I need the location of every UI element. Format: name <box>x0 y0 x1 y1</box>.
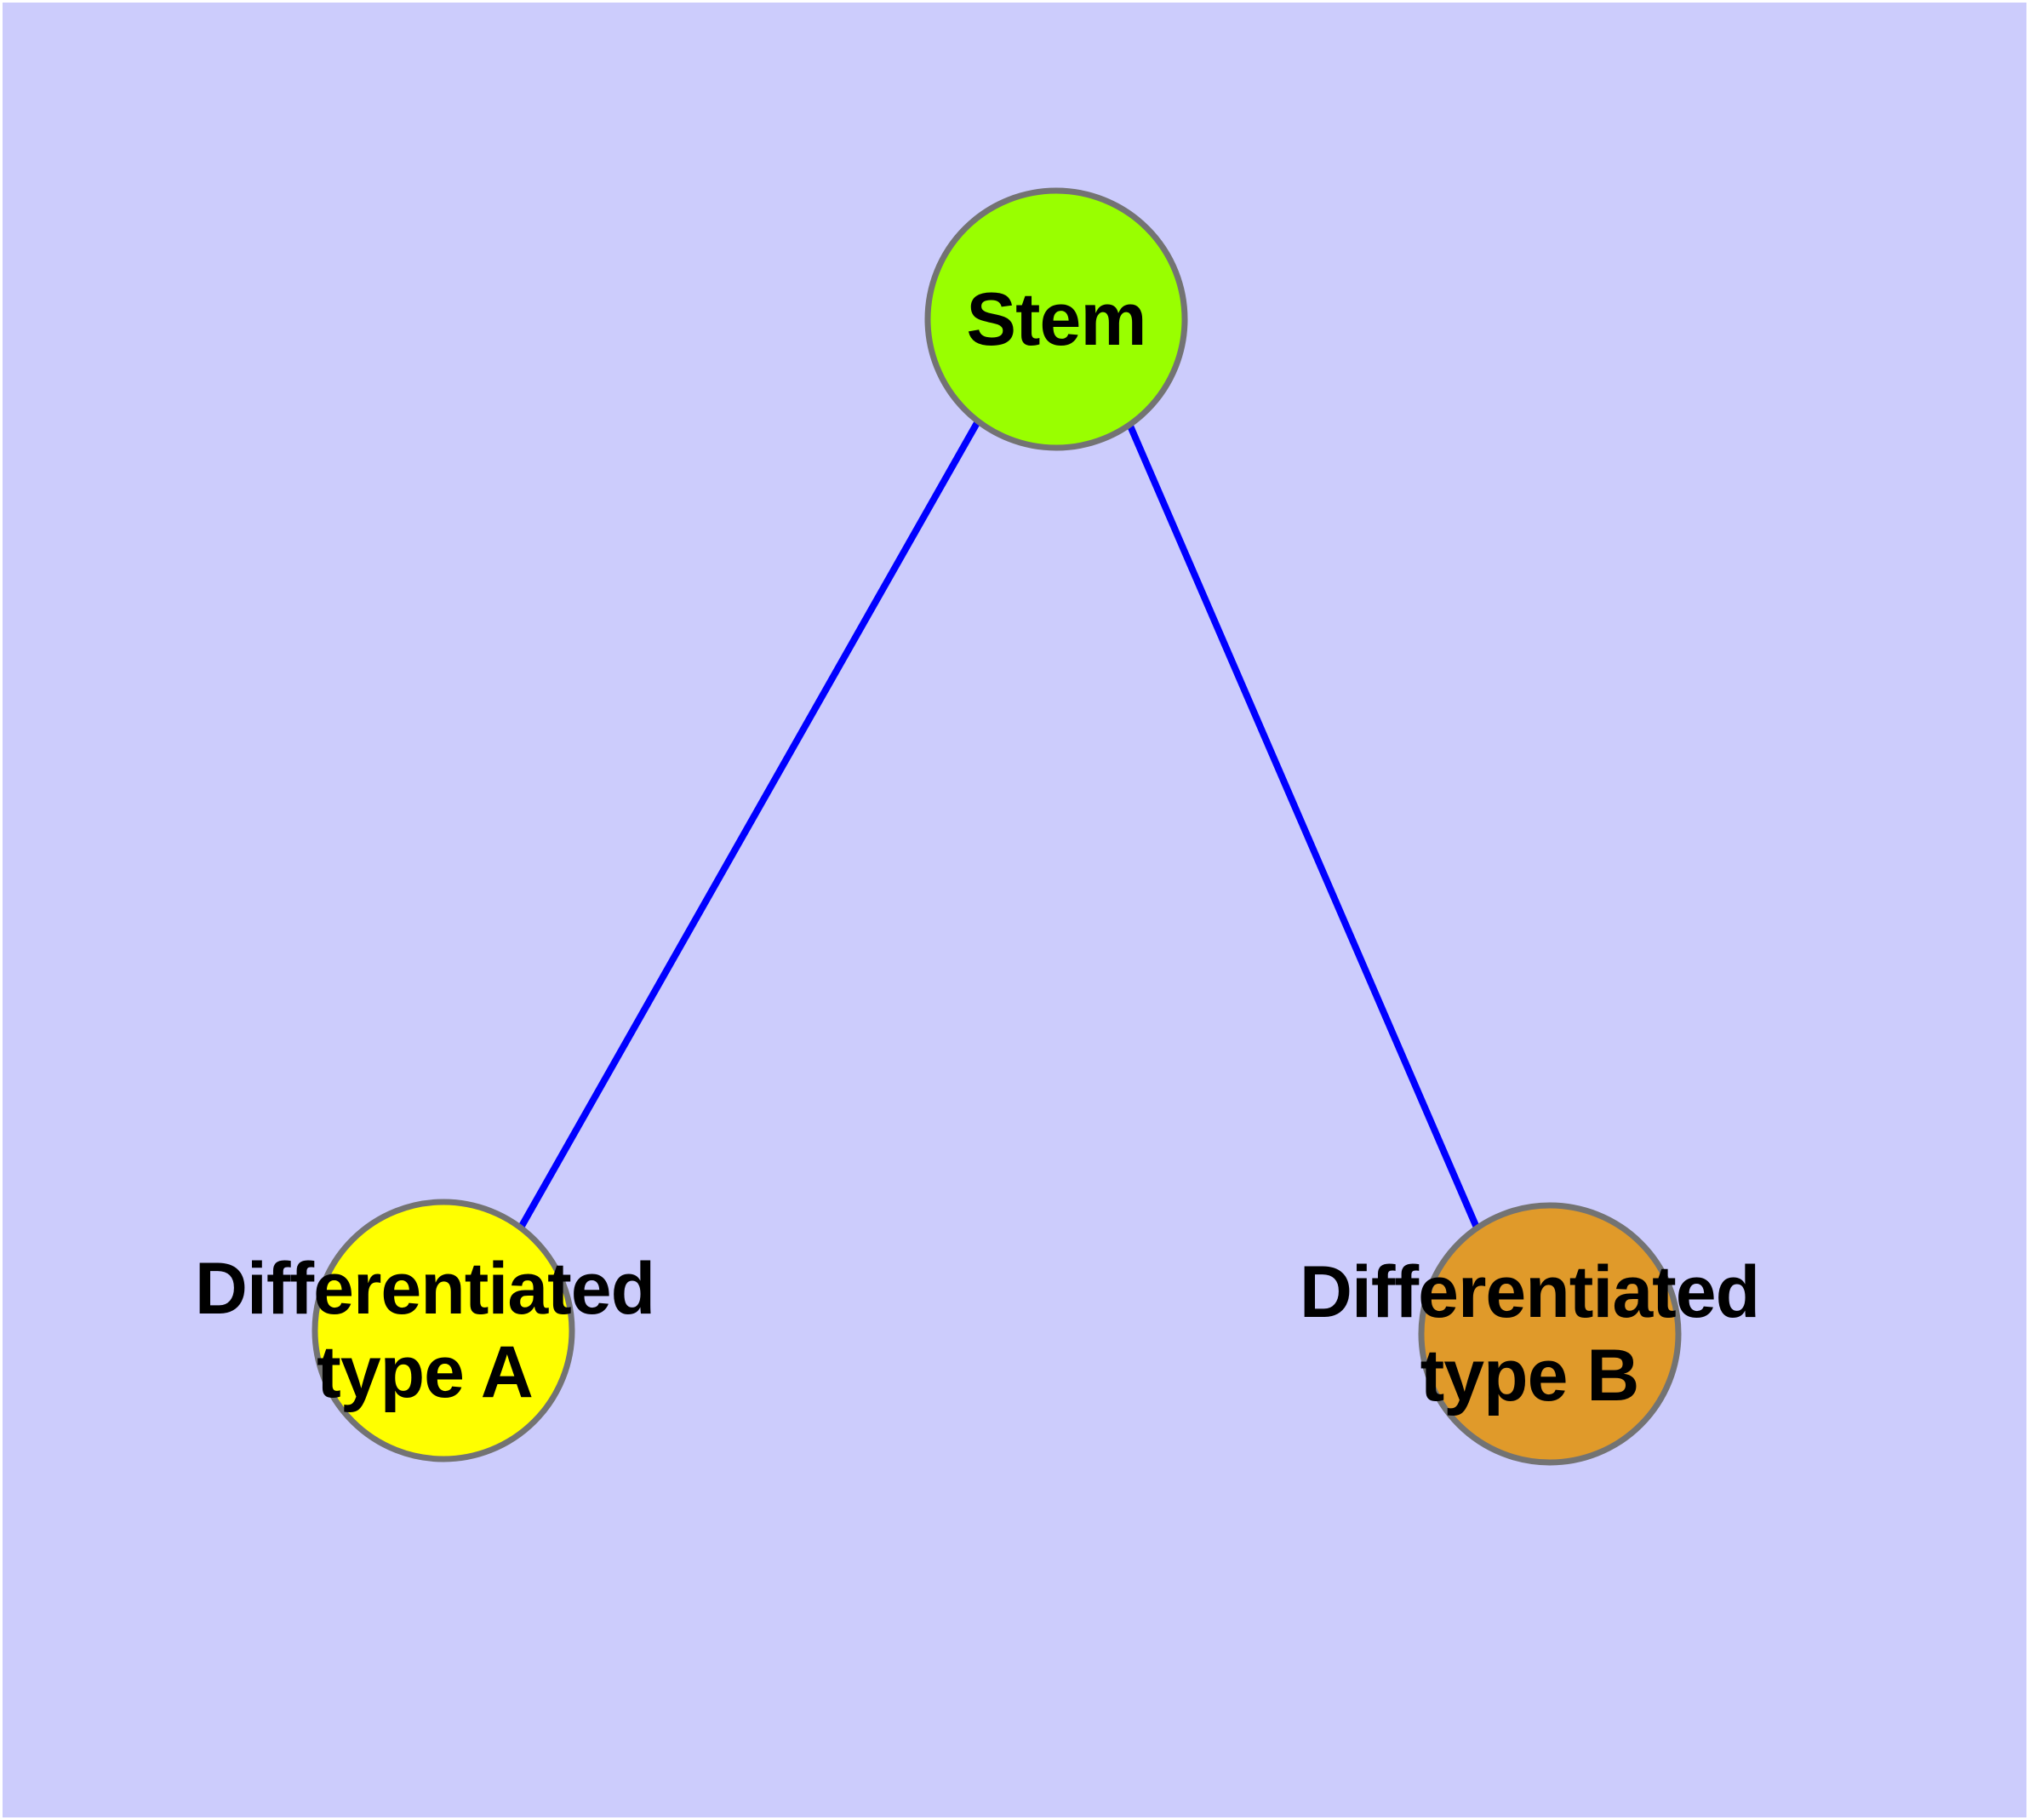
node-layer <box>311 187 1682 1466</box>
node-differentiated-type-b[interactable] <box>1418 1202 1682 1466</box>
node-stem[interactable] <box>924 187 1188 451</box>
node-differentiated-type-a[interactable] <box>311 1199 575 1462</box>
graph-svg <box>311 187 1682 1466</box>
edge-stem-to-diff-b[interactable] <box>1126 422 1480 1229</box>
edge-stem-to-diff-a[interactable] <box>517 420 981 1229</box>
edge-layer <box>517 420 1480 1229</box>
